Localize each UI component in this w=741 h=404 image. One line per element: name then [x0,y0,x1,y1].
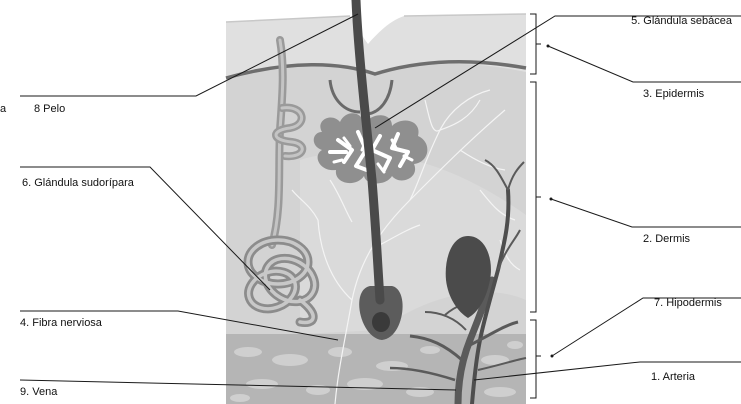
layer-brackets [530,14,541,398]
label-hair: 8 Pelo [34,103,65,115]
stray-mark: a [0,103,7,115]
skin-illustration [226,0,526,404]
label-sebaceous-gland: 5. Glándula sebácea [631,15,733,27]
label-vein: 9. Vena [20,386,58,398]
bracket-hypodermis [530,320,536,398]
bracket-epidermis [530,14,536,74]
leader-epidermis [548,46,741,82]
label-sweat-gland: 6. Glándula sudorípara [22,177,135,189]
leader-dots [547,45,554,358]
label-dermis: 2. Dermis [643,233,691,245]
leader-dermis [551,199,741,227]
label-epidermis: 3. Epidermis [643,88,705,100]
label-hypodermis: 7. Hipodermis [654,297,722,309]
label-artery: 1. Arteria [651,371,696,383]
label-nerve-fiber: 4. Fibra nerviosa [20,317,103,329]
bracket-dermis [530,82,536,312]
